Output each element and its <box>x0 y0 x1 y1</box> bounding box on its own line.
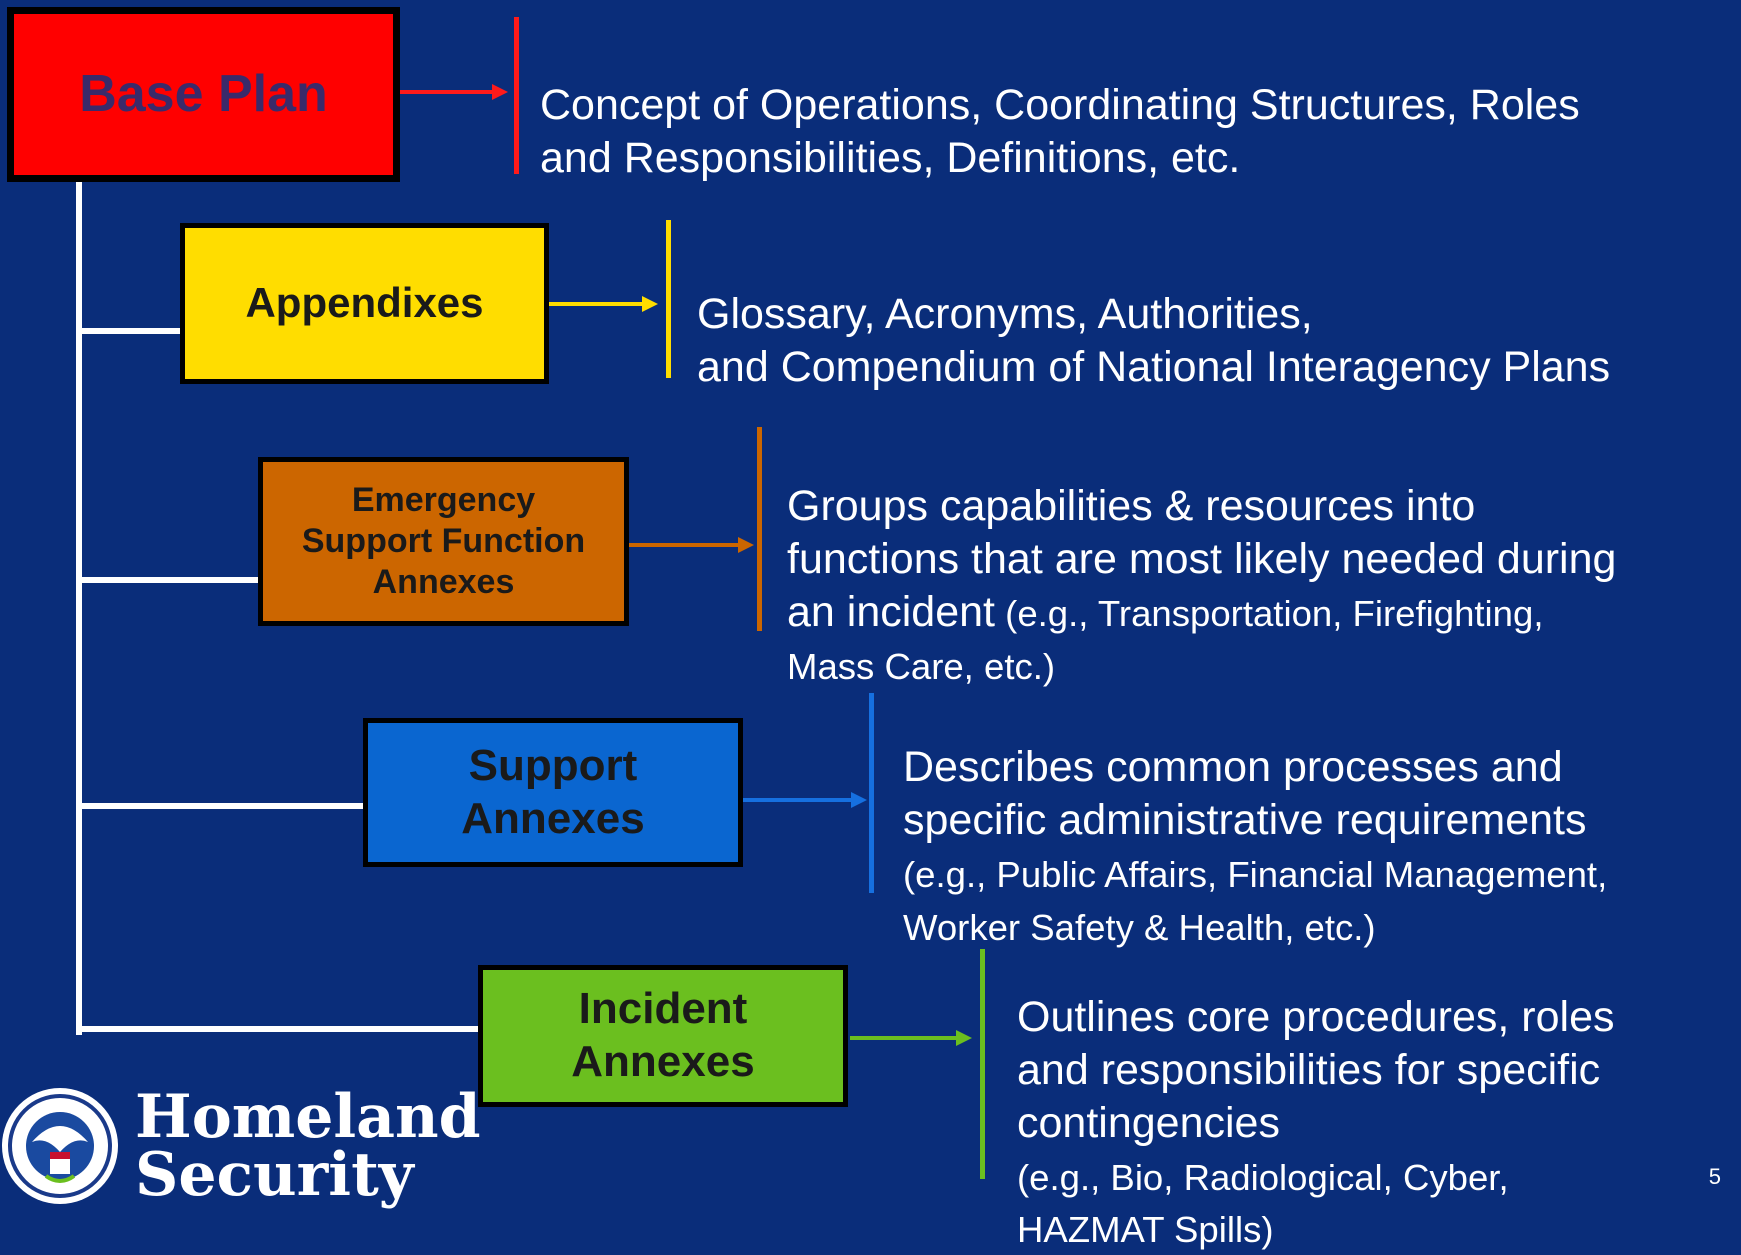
esf-annexes-label: Emergency Support Function Annexes <box>301 481 586 601</box>
desc-appendixes: Glossary, Acronyms, Authorities, and Com… <box>697 235 1610 394</box>
page-number: 5 <box>1708 1164 1721 1189</box>
homeland-security-wordmark: Homeland Security <box>135 1082 481 1210</box>
desc-incident-main: Outlines core procedures, roles and resp… <box>1017 992 1615 1147</box>
desc-incident: Outlines core procedures, roles and resp… <box>1017 938 1615 1255</box>
desc-support: Describes common processes and specific … <box>903 688 1607 952</box>
arrow-support <box>743 792 867 808</box>
bar-appendixes <box>666 220 671 378</box>
wordmark-line2: Security <box>135 1140 414 1210</box>
esf-annexes-box: Emergency Support Function Annexes <box>258 457 629 626</box>
bar-incident <box>980 949 985 1179</box>
desc-base-plan: Concept of Operations, Coordinating Stru… <box>540 26 1580 185</box>
support-annexes-box: Support Annexes <box>363 718 743 867</box>
arrow-base-plan <box>400 84 508 100</box>
branch-esf <box>76 577 259 583</box>
branch-appendixes <box>76 328 180 334</box>
bar-esf <box>757 427 762 631</box>
tree-trunk <box>76 180 82 1035</box>
incident-annexes-box: Incident Annexes <box>478 965 848 1107</box>
wordmark-line1: Homeland <box>135 1082 481 1152</box>
desc-base-plan-main: Concept of Operations, Coordinating Stru… <box>540 80 1580 182</box>
desc-incident-examples: (e.g., Bio, Radiological, Cyber, HAZMAT … <box>1017 1156 1509 1251</box>
appendixes-box: Appendixes <box>180 223 549 384</box>
base-plan-box: Base Plan <box>7 7 400 182</box>
desc-support-main: Describes common processes and specific … <box>903 742 1587 844</box>
desc-esf-main: Groups capabilities & resources into fun… <box>787 481 1617 636</box>
desc-esf: Groups capabilities & resources into fun… <box>787 427 1616 691</box>
bar-base-plan <box>514 17 519 174</box>
base-plan-label: Base Plan <box>79 65 328 124</box>
connector-arrows <box>400 84 972 1046</box>
branch-support <box>76 803 366 809</box>
appendixes-label: Appendixes <box>245 279 484 327</box>
bar-support <box>869 693 874 893</box>
desc-appendixes-main: Glossary, Acronyms, Authorities, and Com… <box>697 289 1611 391</box>
branch-incident <box>76 1026 480 1032</box>
arrow-appendixes <box>549 296 658 312</box>
desc-esf-examples: (e.g., Transportation, Firefighting, Mas… <box>787 592 1544 687</box>
support-annexes-label: Support Annexes <box>461 740 645 843</box>
arrow-incident <box>850 1030 972 1046</box>
desc-support-examples: (e.g., Public Affairs, Financial Managem… <box>903 853 1608 948</box>
incident-annexes-label: Incident Annexes <box>571 984 755 1086</box>
arrow-esf <box>629 537 754 553</box>
dhs-seal-icon <box>2 1088 118 1204</box>
